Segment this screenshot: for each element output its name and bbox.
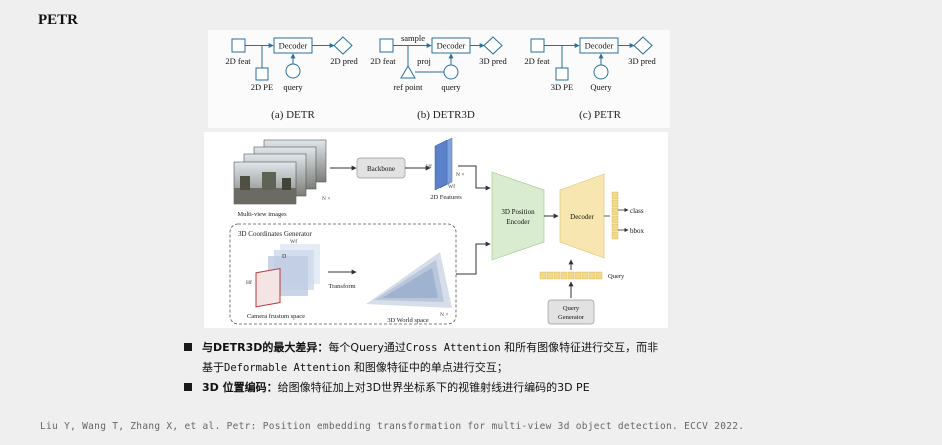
bullet-difference-line1-pre: 每个Query通过 <box>328 341 406 354</box>
pe-label-a: 2D PE <box>251 82 273 92</box>
wf-label-generator: Wf <box>290 238 297 245</box>
nx-label-images: N × <box>322 196 330 202</box>
bullet-difference-line2-pre: 基于 <box>202 361 224 374</box>
transform-label: Transform <box>328 283 355 290</box>
square-bullet-icon <box>184 383 192 391</box>
bullet-difference-line1-mid: 和所有图像特征进行交互，而非 <box>500 341 659 354</box>
caption-detr: (a) DETR <box>271 109 315 121</box>
ref-label-b: ref point <box>393 82 423 92</box>
bullet-position-encoding-text: 给图像特征加上对3D世界坐标系下的视锥射线进行编码的3D PE <box>277 381 590 394</box>
query-generator-label-2: Generator <box>558 314 585 321</box>
position-encoder-label-1: 3D Position <box>501 208 535 216</box>
hf-label-features: Hf <box>426 163 432 170</box>
comparison-figure: Decoder 2D feat 2D pred 2D PE query Deco… <box>208 30 670 128</box>
bullet-position-encoding-heading: 3D 位置编码： <box>202 381 278 394</box>
bullet-list: 与DETR3D的最大差异：每个Query通过Cross Attention 和所… <box>184 338 804 397</box>
feature-stack <box>434 137 453 191</box>
pe-label-c: 3D PE <box>551 82 573 92</box>
caption-detr3d: (b) DETR3D <box>417 109 475 121</box>
caption-petr: (c) PETR <box>579 109 622 121</box>
wf-label-features: Wf <box>448 183 455 190</box>
architecture-figure: Multi-view images N × Backbone Hf Wf N ×… <box>204 132 668 328</box>
multiview-images <box>233 139 327 205</box>
pe-square-a <box>255 67 269 81</box>
query-generator-label-1: Query <box>563 305 580 312</box>
query-circle-a <box>285 63 301 79</box>
bbox-label: bbox <box>630 227 645 235</box>
comparison-diagram: Decoder 2D feat 2D pred 2D PE query Deco… <box>225 33 656 121</box>
bullet-difference: 与DETR3D的最大差异：每个Query通过Cross Attention 和所… <box>184 338 804 378</box>
generator-title: 3D Coordinates Generator <box>238 230 313 238</box>
architecture-diagram: Multi-view images N × Backbone Hf Wf N ×… <box>229 137 645 325</box>
bullet-position-encoding: 3D 位置编码：给图像特征加上对3D世界坐标系下的视锥射线进行编码的3D PE <box>184 378 804 397</box>
feat-label-b: 2D feat <box>370 56 396 66</box>
query-circle-c <box>593 64 609 80</box>
d-label: D <box>282 254 287 260</box>
frustum-points <box>268 244 320 296</box>
decoder-shape <box>559 173 605 259</box>
pe-square-c <box>555 67 569 81</box>
pred-diamond-a <box>333 36 353 55</box>
sample-label-b: sample <box>401 33 425 43</box>
feat-label-c: 2D feat <box>524 56 550 66</box>
pred-label-b: 3D pred <box>479 56 507 66</box>
pred-label-c: 3D pred <box>628 56 656 66</box>
bullet-difference-deformable-attention: Deformable Attention <box>224 362 351 374</box>
proj-label-b: proj <box>417 56 431 66</box>
multiview-label: Multi-view images <box>237 211 287 218</box>
citation: Liu Y, Wang T, Zhang X, et al. Petr: Pos… <box>40 421 745 432</box>
pred-diamond-c <box>633 36 653 55</box>
decoder-label-b: Decoder <box>437 41 466 51</box>
output-tokens <box>611 191 619 240</box>
position-encoder-shape <box>491 171 545 261</box>
decoder-label-c: Decoder <box>585 41 614 51</box>
coords-generator-panel <box>229 223 457 325</box>
feat-square-a <box>231 38 246 53</box>
image-plane <box>255 268 281 308</box>
query-label: Query <box>608 273 625 280</box>
bullet-difference-cross-attention: Cross Attention <box>405 342 501 354</box>
backbone-label: Backbone <box>367 165 395 173</box>
query-label-c: Query <box>590 82 612 92</box>
feat-square-c <box>530 38 545 53</box>
pred-diamond-b <box>483 36 503 55</box>
query-tokens <box>539 271 603 280</box>
query-label-a: query <box>283 82 303 92</box>
slide-title: PETR <box>38 12 79 28</box>
query-circle-b <box>443 64 459 80</box>
frustum-label: Camera frustum space <box>247 313 305 320</box>
decoder-label: Decoder <box>570 213 594 221</box>
feat-square-b <box>379 38 394 53</box>
features-label: 2D Features <box>430 194 462 201</box>
class-label: class <box>630 207 644 215</box>
decoder-label-a: Decoder <box>279 41 308 51</box>
ref-triangle-b <box>400 65 416 79</box>
nx-label-world: N × <box>440 312 448 318</box>
feat-label-a: 2D feat <box>225 56 251 66</box>
query-label-b: query <box>441 82 461 92</box>
world-points <box>366 252 452 308</box>
nx-label-features: N × <box>456 172 464 178</box>
bullet-difference-heading: 与DETR3D的最大差异： <box>202 341 329 354</box>
world-label: 3D World space <box>387 317 429 324</box>
bullet-difference-line2-post: 和图像特征中的单点进行交互； <box>350 361 508 374</box>
hf-label-generator: Hf <box>246 279 252 286</box>
pred-label-a: 2D pred <box>330 56 358 66</box>
query-generator-box <box>547 299 595 325</box>
position-encoder-label-2: Encoder <box>506 218 530 226</box>
square-bullet-icon <box>184 343 192 351</box>
